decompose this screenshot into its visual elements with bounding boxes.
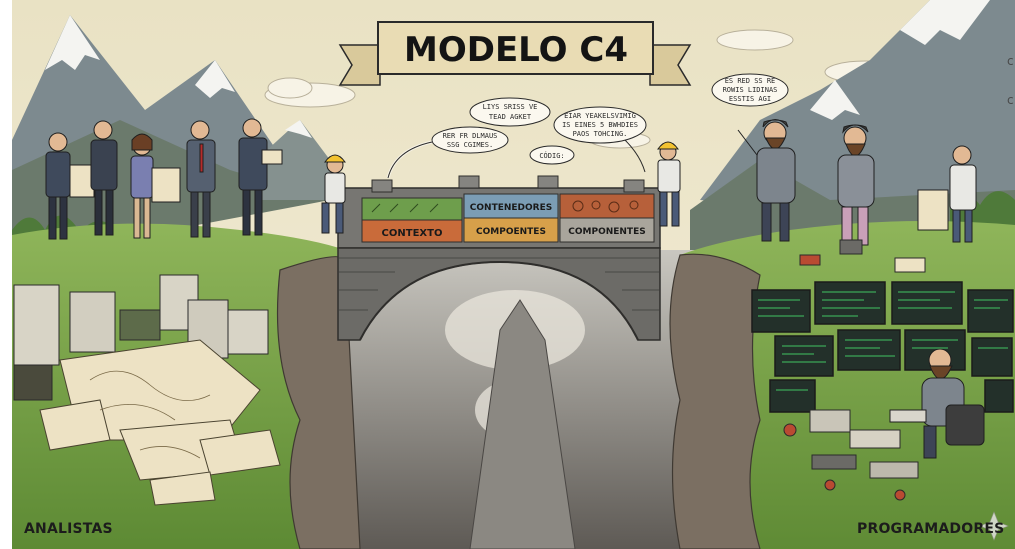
analyst-group [45,118,346,240]
svg-text:LIYS SRISS VE: LIYS SRISS VE [483,103,538,111]
svg-text:SSG CGIMES.: SSG CGIMES. [447,141,493,149]
bridge: CONTEXTO CONTENEDORES COMPOENTES COMPONE… [337,175,661,341]
svg-text:IS EINES 5 BWHDIES: IS EINES 5 BWHDIES [562,121,638,129]
layer-label-components-mid: COMPOENTES [476,227,546,237]
edge-glyph-top: c [1007,54,1014,68]
svg-text:PAOS TOHCING.: PAOS TOHCING. [573,130,628,138]
svg-text:ES RED SS RE: ES RED SS RE [725,77,776,85]
title-banner: MODELO C4 [338,21,692,86]
sparkle-icon [979,511,1009,541]
label-analistas: ANALISTAS [24,521,113,537]
svg-text:RER FR DLMAUS: RER FR DLMAUS [443,132,498,140]
desk-clutter [783,239,926,501]
left-border-strip [0,0,12,549]
right-cliff [669,253,761,549]
speech-bubble-1: LIYS SRISS VE TEAD AGKET [469,97,551,127]
seated-programmer [889,348,985,459]
edge-glyph-bottom: c [1007,93,1014,107]
programmer-group [657,119,977,246]
layer-label-components-right: COMPONENTES [568,227,645,237]
svg-text:EIAR YEAKELSVIMIG: EIAR YEAKELSVIMIG [564,112,636,120]
svg-text:ESSTIS AGI: ESSTIS AGI [729,95,771,103]
speech-bubble-2: RER FR DLMAUS SSG CGIMES. [386,126,509,179]
speech-bubble-4: EIAR YEAKELSVIMIG IS EINES 5 BWHDIES PAO… [553,106,647,173]
paper-stacks [13,274,269,401]
layer-label-containers: CONTENEDORES [470,203,552,213]
svg-text:ROWIS LIDINAS: ROWIS LIDINAS [723,86,778,94]
map-doodles [89,370,211,459]
layer-label-context: CONTEXTO [382,228,443,239]
scattered-maps [39,339,281,506]
svg-text:CÓDIG:: CÓDIG: [539,151,564,160]
svg-text:TEAD AGKET: TEAD AGKET [489,113,532,121]
speech-bubble-3: CÓDIG: [529,145,575,165]
rock-spire [469,299,576,549]
speech-bubble-5: ES RED SS RE ROWIS LIDINAS ESSTIS AGI [711,73,789,107]
label-programadores: PROGRAMADORES [857,521,1005,537]
page-title: MODELO C4 [404,30,628,70]
